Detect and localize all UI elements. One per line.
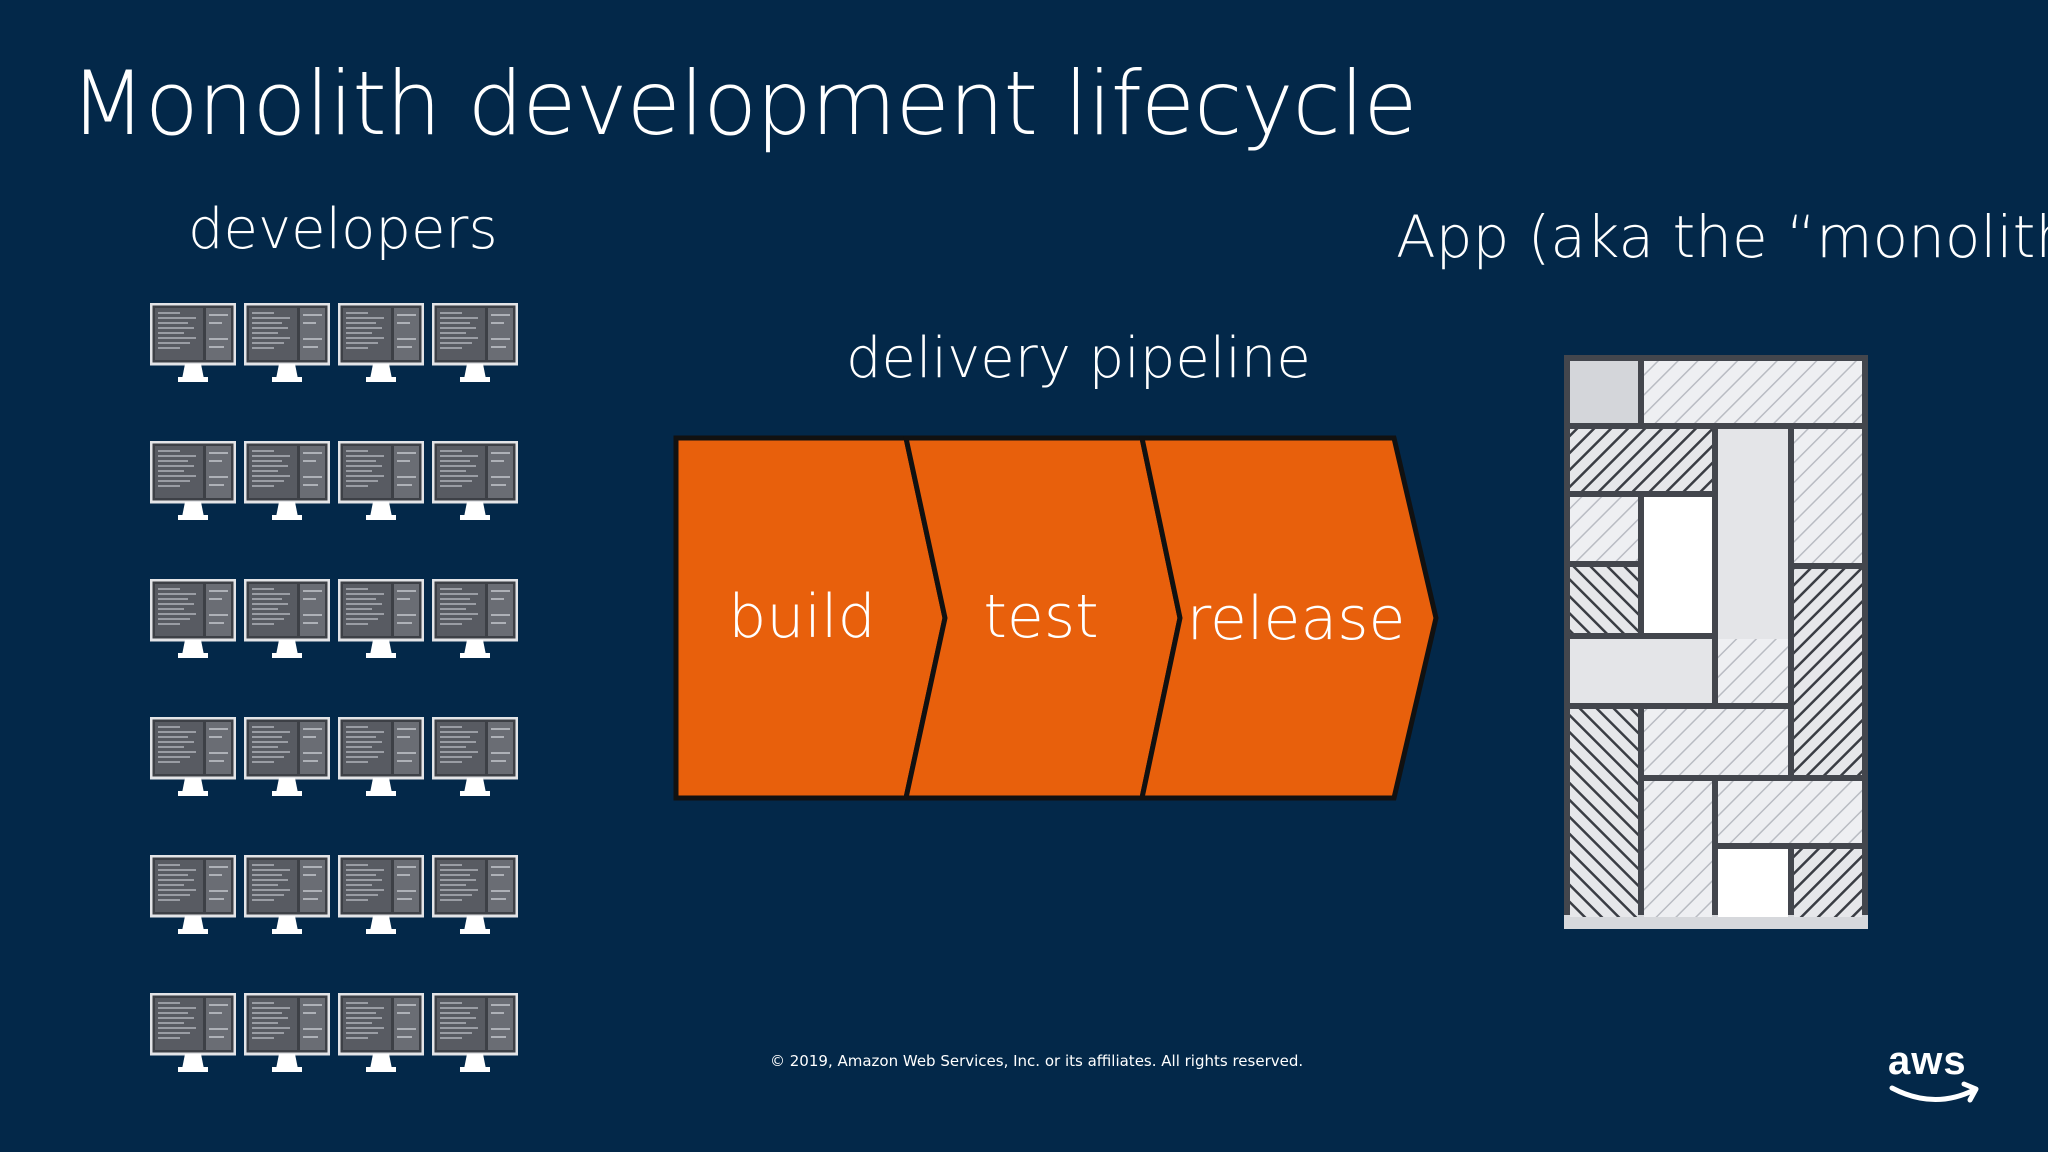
stage-test: test <box>983 582 1099 652</box>
monitor-icon <box>244 579 330 659</box>
monitor-icon <box>244 717 330 797</box>
monitor-icon <box>432 441 518 521</box>
monitor-icon <box>150 717 236 797</box>
monitor-icon <box>338 993 424 1073</box>
delivery-pipeline-label: delivery pipeline <box>846 326 1311 391</box>
monitor-icon <box>150 855 236 935</box>
monitor-icon <box>150 993 236 1073</box>
monitor-icon <box>338 717 424 797</box>
monitor-icon <box>338 579 424 659</box>
monitor-icon <box>338 855 424 935</box>
developers-label: developers <box>188 197 498 262</box>
monitor-icon <box>150 441 236 521</box>
monolith-icon <box>1564 355 1868 929</box>
slide-title: Monolith development lifecycle <box>70 52 1417 155</box>
monitor-icon <box>244 855 330 935</box>
monitor-icon <box>432 855 518 935</box>
aws-logo-text: aws <box>1888 1040 1967 1083</box>
monitor-icon <box>244 993 330 1073</box>
monitor-icon <box>432 717 518 797</box>
monitor-icon <box>244 441 330 521</box>
copyright-notice: © 2019, Amazon Web Services, Inc. or its… <box>770 1052 1304 1070</box>
monitor-icon <box>150 303 236 383</box>
monitor-icon <box>432 303 518 383</box>
stage-build: build <box>728 582 876 652</box>
aws-logo-icon: aws <box>1888 1040 1979 1103</box>
monitor-icon <box>338 303 424 383</box>
monitor-icon <box>432 579 518 659</box>
app-monolith-label: App (aka the “monolith”) <box>1396 203 2048 271</box>
monitor-icon <box>150 579 236 659</box>
monitor-icon <box>338 441 424 521</box>
stage-release: release <box>1186 584 1406 654</box>
monitor-icon <box>432 993 518 1073</box>
monitor-icon <box>244 303 330 383</box>
release-stage-shape <box>1138 435 1439 801</box>
developer-monitor-grid <box>150 303 518 1073</box>
